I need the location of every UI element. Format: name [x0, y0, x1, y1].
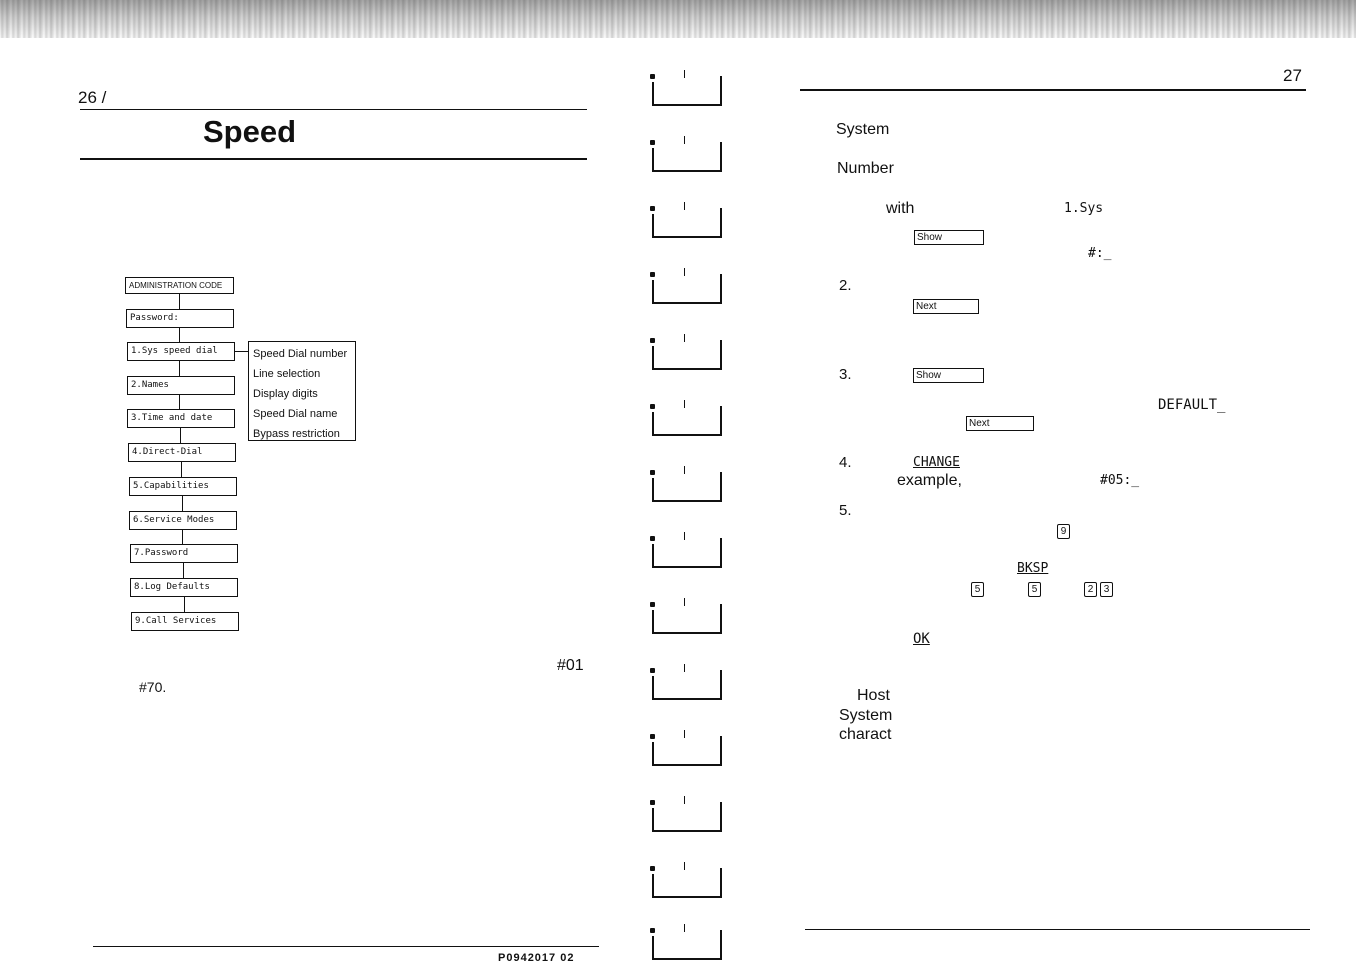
flowchart-step: 9.Call Services	[131, 612, 239, 631]
note-line: charact	[839, 726, 892, 743]
scan-noise-band	[0, 0, 1356, 38]
section-heading-number: Number	[837, 160, 894, 177]
flowchart-step: 8.Log Defaults	[130, 578, 238, 597]
left-page-number: 26 /	[78, 88, 106, 108]
flowchart-step: 1.Sys speed dial	[127, 342, 235, 361]
change-key: CHANGE	[913, 455, 960, 470]
next-key: Next	[913, 299, 979, 314]
binding-ring	[650, 68, 726, 108]
binding-ring	[650, 794, 726, 834]
flowchart-step: 2.Names	[127, 376, 235, 395]
display-05: #05:_	[1100, 473, 1140, 488]
flowchart-submenu: Speed Dial number Line selection Display…	[248, 341, 356, 441]
show-key: Show	[913, 368, 984, 383]
page-title: Speed	[203, 114, 297, 149]
flow-connector	[179, 395, 180, 409]
show-key: Show	[914, 230, 984, 245]
flowchart-step: 6.Service Modes	[129, 511, 237, 530]
binding-ring	[650, 266, 726, 306]
submenu-arrow	[235, 351, 248, 352]
digit-5-key: 5	[971, 582, 984, 597]
note-line: System	[839, 707, 893, 724]
digit-2-key: 2	[1084, 582, 1097, 597]
page-number-text: 26	[78, 88, 97, 107]
title-rule	[80, 158, 587, 160]
step-number: 5.	[839, 502, 852, 519]
example-text: example,	[897, 472, 962, 489]
digit-9-key: 9	[1057, 524, 1070, 539]
binding-ring	[650, 134, 726, 174]
binding-ring	[650, 464, 726, 504]
note-line: Host	[857, 687, 890, 704]
flowchart-step: 4.Direct-Dial	[128, 443, 236, 462]
binding-ring	[650, 922, 726, 962]
binding-ring	[650, 728, 726, 768]
bksp-key: BKSP	[1017, 561, 1049, 576]
range-start: #01	[557, 657, 584, 674]
digit-5-key: 5	[1028, 582, 1041, 597]
flow-connector	[182, 530, 183, 544]
flowchart-step: 7.Password	[130, 544, 238, 563]
binding-ring	[650, 662, 726, 702]
flow-connector	[179, 294, 180, 309]
submenu-item: Display digits	[253, 388, 318, 400]
intro-text: with	[886, 200, 915, 217]
right-page-number: 27	[1283, 66, 1302, 85]
step-number: 2.	[839, 277, 852, 294]
next-key: Next	[966, 416, 1034, 431]
submenu-item: Speed Dial number	[253, 348, 348, 360]
range-end: #70.	[139, 679, 167, 695]
flow-connector	[182, 496, 183, 511]
flow-connector	[181, 462, 182, 477]
flow-connector	[184, 597, 185, 612]
digit-3-key: 3	[1100, 582, 1113, 597]
section-heading-system: System	[836, 121, 890, 138]
flow-connector	[179, 361, 180, 376]
flowchart-step: 5.Capabilities	[129, 477, 237, 496]
flowchart-step: Password:	[126, 309, 234, 328]
flow-connector	[179, 328, 180, 342]
display-default: DEFAULT_	[1158, 397, 1226, 413]
binding-ring	[650, 200, 726, 240]
flowchart-step: 3.Time and date	[127, 409, 235, 428]
header-rule	[800, 89, 1306, 91]
submenu-item: Line selection	[253, 368, 321, 380]
binding-ring	[650, 530, 726, 570]
display-prompt: #:_	[1088, 246, 1112, 261]
flow-connector	[180, 428, 181, 443]
submenu-item: Speed Dial name	[253, 408, 338, 420]
footer-code: P0942017 02	[498, 952, 575, 964]
binding-ring	[650, 596, 726, 636]
step-number: 4.	[839, 454, 852, 471]
page-mark: /	[101, 88, 107, 107]
binding-ring	[650, 332, 726, 372]
ok-key: OK	[913, 631, 930, 647]
footer-rule	[93, 946, 599, 947]
flow-connector	[183, 563, 184, 578]
step-number: 3.	[839, 366, 852, 383]
display-text: 1.Sys	[1064, 201, 1104, 216]
footer-rule	[805, 929, 1310, 930]
binding-ring	[650, 860, 726, 900]
flowchart-admin-code: ADMINISTRATION CODE	[125, 277, 234, 294]
submenu-item: Bypass restriction	[253, 428, 340, 440]
binding-ring	[650, 398, 726, 438]
header-rule	[80, 109, 587, 110]
